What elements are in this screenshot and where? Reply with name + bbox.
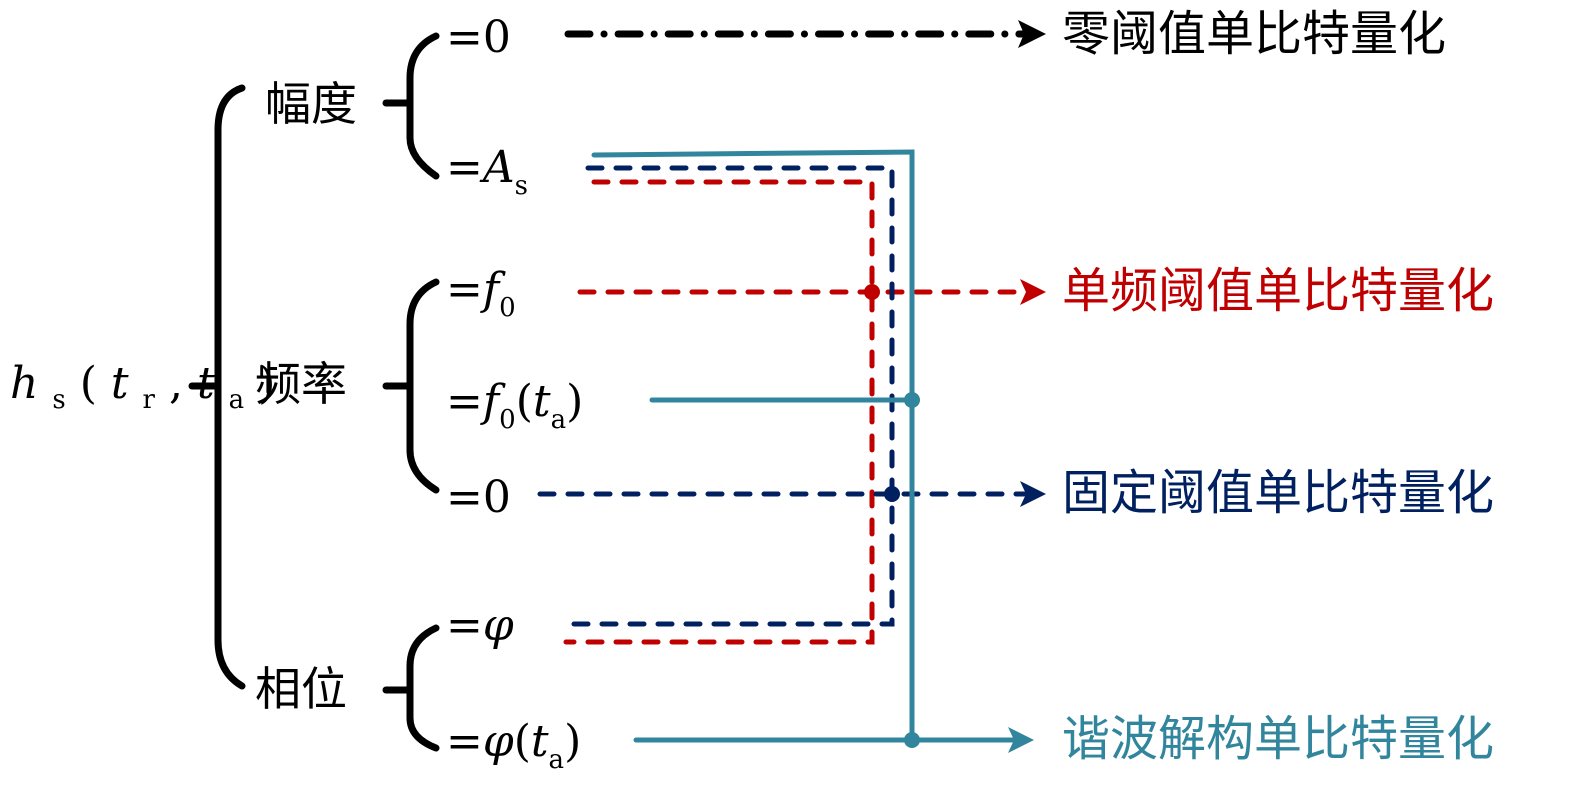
category-amplitude: 幅度 <box>265 77 357 131</box>
eq-sign: = <box>446 600 483 651</box>
root-open: ( <box>80 358 97 409</box>
condition-phase-phi-ta: =φ(ta) <box>446 716 581 775</box>
root-t1-sub: r <box>143 385 156 415</box>
paren-close: ) <box>564 716 581 767</box>
condition-amplitude-As: =As <box>446 142 528 201</box>
eq-sign: = <box>446 716 483 767</box>
root-sub: s <box>52 385 65 415</box>
root-expression: h s ( t r , t a ) <box>10 358 275 419</box>
outcome-fixed-threshold: 固定阈值单比特量化 <box>1062 465 1494 521</box>
subscript: 0 <box>499 405 516 435</box>
eq-sign: = <box>446 142 483 193</box>
var-t: t <box>533 376 551 427</box>
outcome-single-freq-threshold: 单频阈值单比特量化 <box>1062 263 1494 319</box>
condition-phase-phi: =φ <box>446 600 514 651</box>
value: A <box>479 142 515 193</box>
eq-sign: = <box>446 472 483 523</box>
condition-amplitude-zero: =0 <box>446 12 511 63</box>
junction-dot-navy <box>884 486 900 502</box>
outcome-zero-threshold: 零阈值单比特量化 <box>1062 6 1446 62</box>
amplitude-brace <box>382 32 440 180</box>
condition-frequency-f0: =f0 <box>446 264 516 323</box>
value: φ <box>483 600 514 651</box>
category-frequency: 频率 <box>255 357 347 411</box>
root-close: ) <box>258 358 275 409</box>
paren-close: ) <box>566 376 583 427</box>
condition-frequency-f0-ta: =f0(ta) <box>446 376 583 435</box>
paren-open: ( <box>516 376 533 427</box>
arrow-head-icon <box>1020 481 1046 507</box>
root-t2-sub: a <box>229 385 245 415</box>
junction-dot-red <box>864 284 880 300</box>
eq-sign: = <box>446 12 483 63</box>
var-t-sub: a <box>551 405 567 435</box>
frequency-brace <box>382 278 440 494</box>
root-comma: , <box>169 358 183 409</box>
value: 0 <box>483 472 511 523</box>
eq-sign: = <box>446 264 483 315</box>
value: φ <box>483 716 514 767</box>
outcome-harmonic-decomposition: 谐波解构单比特量化 <box>1062 711 1494 767</box>
root-t1: t <box>111 358 129 409</box>
main-brace <box>188 84 246 690</box>
root-base: h <box>10 358 38 409</box>
arrow-head-icon <box>1020 279 1046 305</box>
path-harmonic-decomposition <box>591 149 1027 743</box>
junction-dot-teal <box>904 392 920 408</box>
arrow-head-icon <box>1018 20 1046 48</box>
var-t: t <box>531 716 549 767</box>
phase-brace <box>382 624 440 752</box>
condition-frequency-zero: =0 <box>446 472 511 523</box>
category-phase: 相位 <box>255 662 347 716</box>
arrow-head-icon <box>1008 727 1034 753</box>
var-t-sub: a <box>549 745 565 775</box>
paren-open: ( <box>514 716 531 767</box>
path-single-freq-threshold <box>563 179 1027 645</box>
subscript: s <box>515 171 528 201</box>
value: 0 <box>483 12 511 63</box>
subscript: 0 <box>499 293 516 323</box>
eq-sign: = <box>446 376 483 427</box>
path-fixed-threshold <box>537 165 1027 627</box>
junction-dot-teal <box>904 732 920 748</box>
path-zero-threshold <box>564 20 1046 48</box>
